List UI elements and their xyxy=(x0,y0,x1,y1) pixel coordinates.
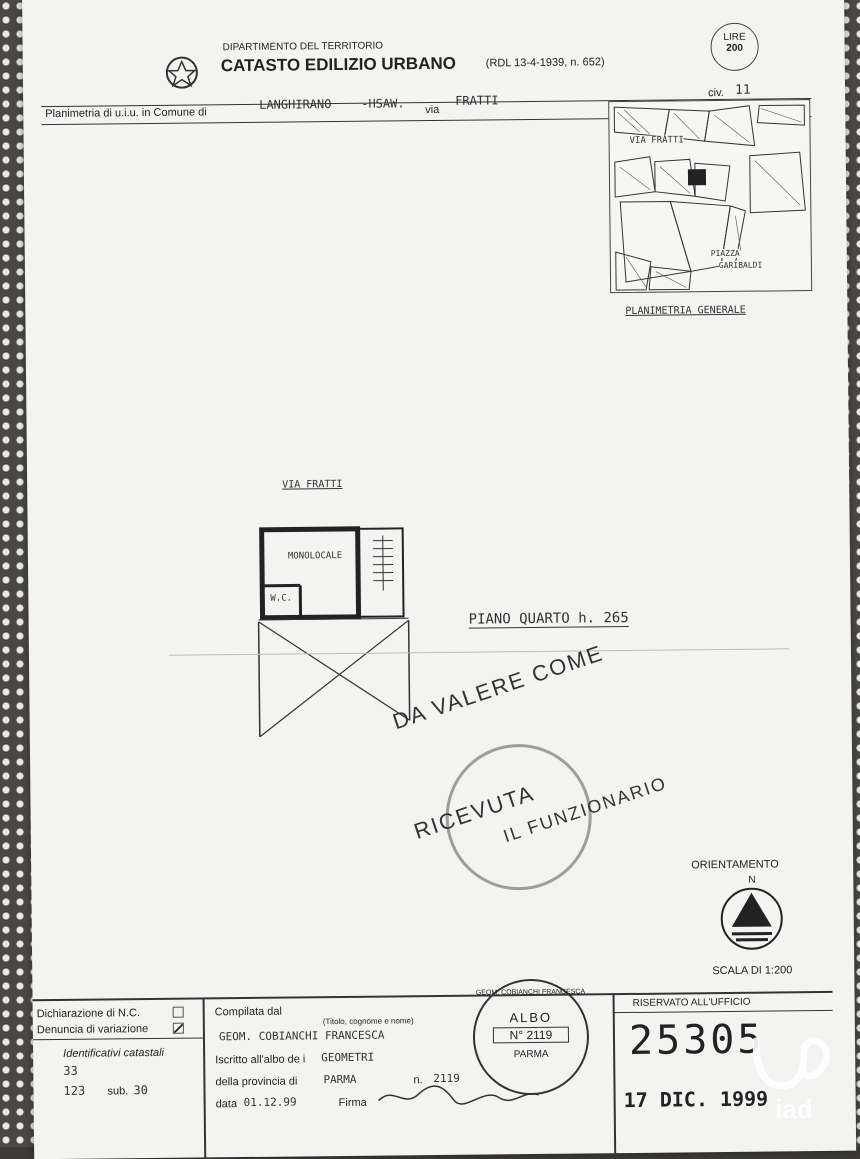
compiler-name: GEOM. COBIANCHI FRANCESCA xyxy=(219,1029,385,1044)
seal-albo: ALBO xyxy=(475,1009,587,1025)
provincia-value: PARMA xyxy=(323,1073,356,1086)
floor-label: PIANO QUARTO h. 265 xyxy=(469,610,629,629)
mapp-value: 123 xyxy=(63,1084,85,1098)
sub-value: 30 xyxy=(133,1083,148,1097)
dich-nc-checkbox[interactable] xyxy=(173,1007,184,1018)
civ-value: 11 xyxy=(735,83,751,98)
wc-label: W.C. xyxy=(270,594,292,604)
seal-number: N° 2119 xyxy=(493,1027,569,1044)
riservato-label: RISERVATO ALL'UFFICIO xyxy=(633,997,751,1009)
document-title: CATASTO EDILIZIO URBANO xyxy=(221,54,456,76)
foglio-value: 33 xyxy=(63,1064,78,1078)
comune-value: LANGHIRANO xyxy=(259,97,331,112)
fee-badge: LIRE 200 xyxy=(710,23,759,72)
planimetria-prefix: Planimetria di u.i.u. in Comune di xyxy=(45,106,207,120)
den-var-checkbox[interactable] xyxy=(173,1023,184,1034)
iad-logo-icon xyxy=(746,1031,842,1093)
fee-label: LIRE xyxy=(711,32,757,43)
provincia-label: della provincia di xyxy=(215,1075,297,1088)
map-garibaldi-label: GARIBALDI xyxy=(719,261,762,270)
albo-value: GEOMETRI xyxy=(321,1051,374,1065)
den-var-label: Denuncia di variazione xyxy=(37,1023,148,1036)
emblem-icon xyxy=(163,54,201,90)
north-label: N xyxy=(748,875,755,886)
firma-label: Firma xyxy=(339,1097,367,1109)
general-map: VIA FRATTI PIAZZA GARIBALDI xyxy=(608,99,812,293)
compass-icon xyxy=(719,886,784,951)
comune-extra: -HSAW. xyxy=(361,96,405,110)
map-piazza-label: PIAZZA xyxy=(711,249,740,258)
map-street-label: VIA FRATTI xyxy=(630,135,684,146)
map-drawing xyxy=(609,100,811,292)
data-label: data xyxy=(216,1098,238,1110)
iad-watermark: iad xyxy=(746,1031,842,1125)
room-label: MONOLOCALE xyxy=(288,551,342,562)
seal-city: PARMA xyxy=(475,1048,587,1060)
geometra-seal: GEOM. COBIANCHI FRANCESCA ALBO N° 2119 P… xyxy=(472,978,589,1095)
compilata-label: Compilata dal xyxy=(215,1006,282,1019)
map-caption: PLANIMETRIA GENERALE xyxy=(625,305,746,317)
department-label: DIPARTIMENTO DEL TERRITORIO xyxy=(223,41,384,54)
titolo-hint: (Titolo, cognome e nome) xyxy=(323,1016,414,1026)
data-value: 01.12.99 xyxy=(244,1095,297,1109)
dich-nc-label: Dichiarazione di N.C. xyxy=(37,1007,140,1020)
fee-value: 200 xyxy=(712,43,758,54)
plan-street-label: VIA FRATTI xyxy=(282,479,342,491)
iad-brand: iad xyxy=(746,1094,842,1125)
via-label: via xyxy=(425,104,439,116)
ident-label: Identificativi catastali xyxy=(63,1047,164,1060)
orientation-label: ORIENTAMENTO xyxy=(691,858,779,871)
civ-label: civ. xyxy=(708,87,724,99)
seal-name: GEOM. COBIANCHI FRANCESCA xyxy=(474,988,586,996)
via-value: FRATTI xyxy=(455,93,499,107)
law-reference: (RDL 13-4-1939, n. 652) xyxy=(486,56,605,69)
sub-label: sub. xyxy=(107,1085,128,1097)
cadastral-document: DIPARTIMENTO DEL TERRITORIO CATASTO EDIL… xyxy=(22,0,856,1159)
protocol-number: 25305 xyxy=(629,1017,765,1064)
iscritto-label: Iscritto all'albo de i xyxy=(215,1053,305,1066)
scale-label: SCALA DI 1:200 xyxy=(712,964,792,977)
